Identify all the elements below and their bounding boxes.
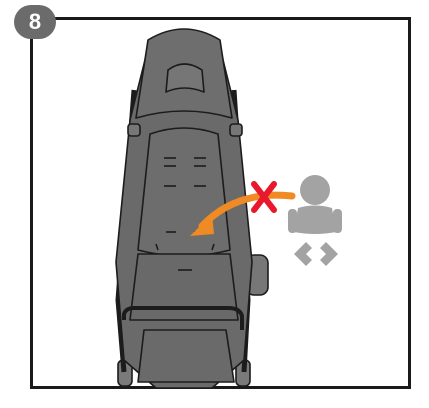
diaper-arrows-icon [294, 242, 338, 266]
baby-icon [288, 175, 342, 234]
stroller-illustration [116, 29, 268, 388]
